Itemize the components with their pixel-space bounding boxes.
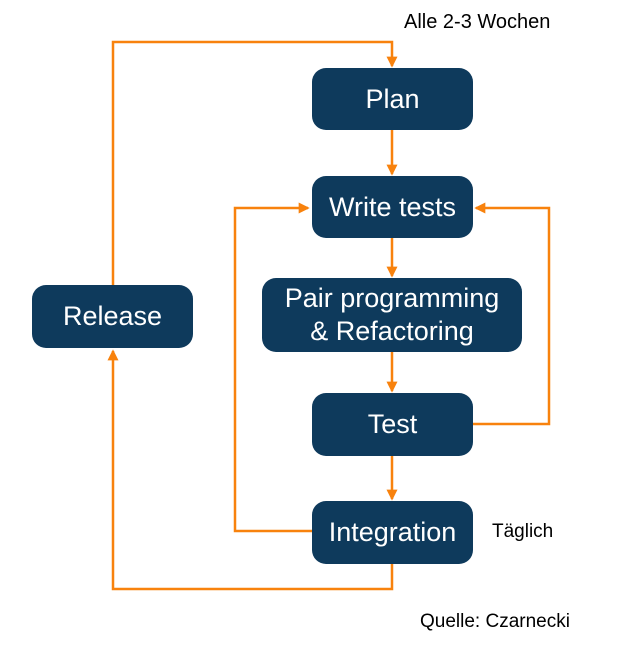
edge-release-to-plan — [111, 40, 398, 285]
edge-integration-to-write-tests-loop — [233, 202, 312, 533]
source-credit: Quelle: Czarnecki — [420, 611, 570, 632]
node-write-tests: Write tests — [312, 176, 473, 238]
node-test: Test — [312, 393, 473, 456]
node-pair-programming-label: Pair programming & Refactoring — [284, 283, 500, 346]
node-pair-programming: Pair programming & Refactoring — [262, 278, 522, 352]
node-plan-label: Plan — [365, 83, 420, 114]
node-release-label: Release — [62, 301, 163, 332]
node-integration: Integration — [312, 501, 473, 564]
edge-test-to-write-tests-loop — [473, 202, 551, 426]
node-plan: Plan — [312, 68, 473, 130]
edge-integration-to-release-loop — [107, 349, 394, 591]
node-release: Release — [32, 285, 193, 348]
cycle-duration-annotation: Alle 2-3 Wochen — [404, 11, 551, 33]
node-write-tests-label: Write tests — [328, 191, 457, 222]
node-integration-label: Integration — [328, 517, 457, 548]
daily-annotation: Täglich — [492, 521, 554, 542]
node-test-label: Test — [367, 409, 418, 440]
